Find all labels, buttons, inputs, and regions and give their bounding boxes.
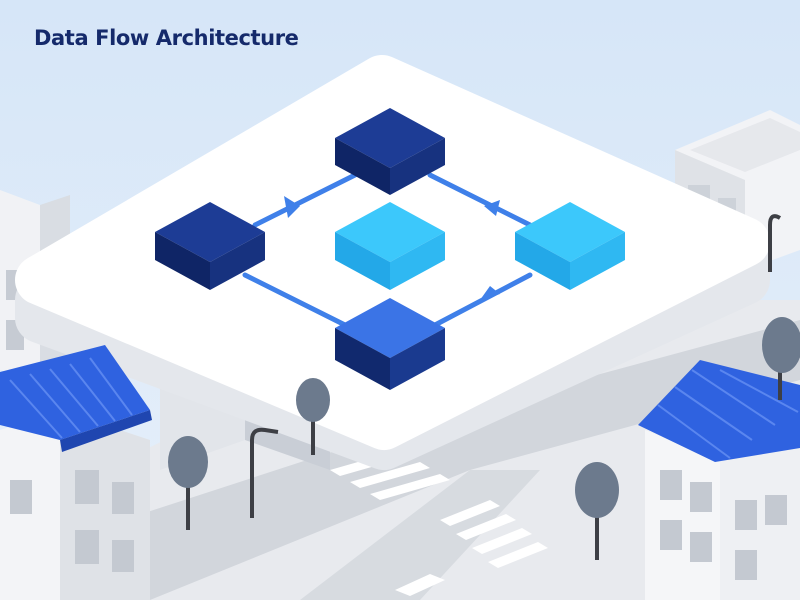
tree-icon — [296, 378, 330, 455]
connector-top-left — [252, 172, 358, 228]
crosswalk — [330, 450, 548, 596]
connector-left-bottom — [242, 272, 348, 328]
street-lamp-icon — [250, 427, 279, 518]
arrow-icon — [284, 196, 300, 218]
node-left — [155, 202, 265, 290]
roof — [638, 360, 800, 462]
connector-top-right — [427, 172, 533, 228]
arrow-icon — [480, 286, 500, 300]
connector-bottom-right — [432, 272, 533, 328]
tree-icon — [168, 436, 208, 530]
tree-icon — [575, 462, 619, 560]
node-right — [515, 202, 625, 290]
tree-icon — [762, 317, 800, 400]
road — [300, 470, 540, 600]
connectors — [242, 172, 533, 328]
house-front-right — [638, 360, 800, 600]
diagram-title: Data Flow Architecture — [34, 26, 299, 50]
street-lamp-icon — [768, 214, 782, 272]
node-center — [335, 202, 445, 290]
arrowheads — [284, 196, 500, 300]
arrow-icon — [484, 200, 500, 216]
node-bottom — [335, 298, 445, 390]
node-top — [335, 108, 445, 195]
house-front-left — [0, 345, 152, 600]
